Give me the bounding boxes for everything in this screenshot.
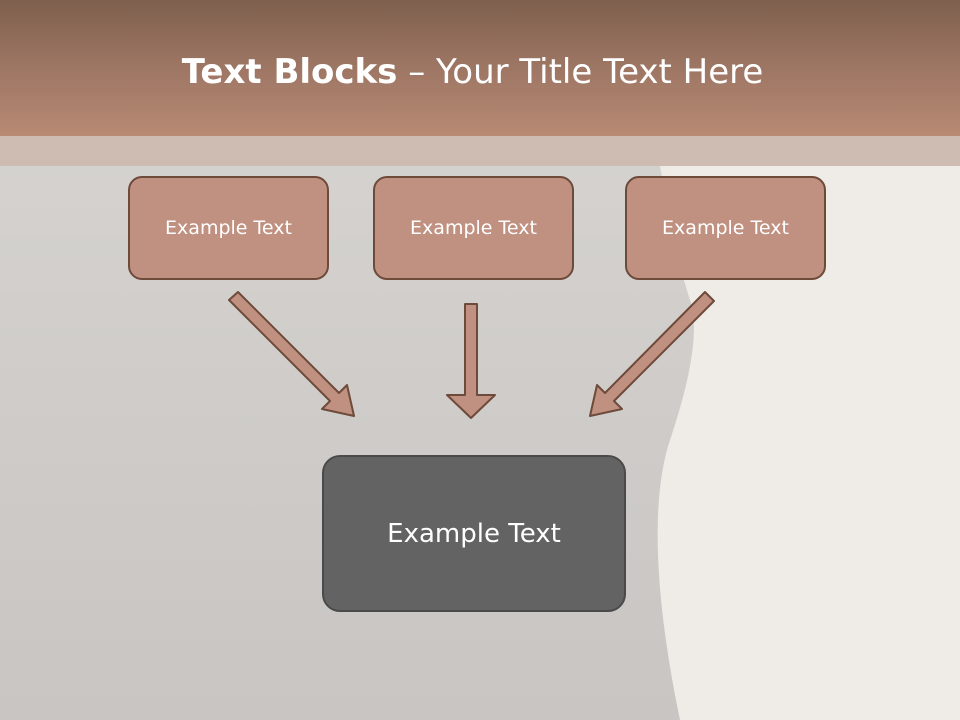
arrow-center — [446, 303, 496, 419]
header-bar — [0, 0, 960, 136]
text-block-3[interactable]: Example Text — [625, 176, 826, 280]
slide-title: Text Blocks – Your Title Text Here — [0, 52, 945, 92]
title-dash: – — [397, 52, 437, 92]
title-bold: Text Blocks — [181, 52, 398, 92]
arrow-left — [228, 291, 355, 417]
text-block-main[interactable]: Example Text — [322, 455, 626, 612]
text-block-1[interactable]: Example Text — [128, 176, 329, 280]
title-rest: Your Title Text Here — [436, 52, 764, 92]
header-band — [0, 136, 960, 166]
arrow-right — [589, 291, 715, 417]
text-block-2[interactable]: Example Text — [373, 176, 574, 280]
